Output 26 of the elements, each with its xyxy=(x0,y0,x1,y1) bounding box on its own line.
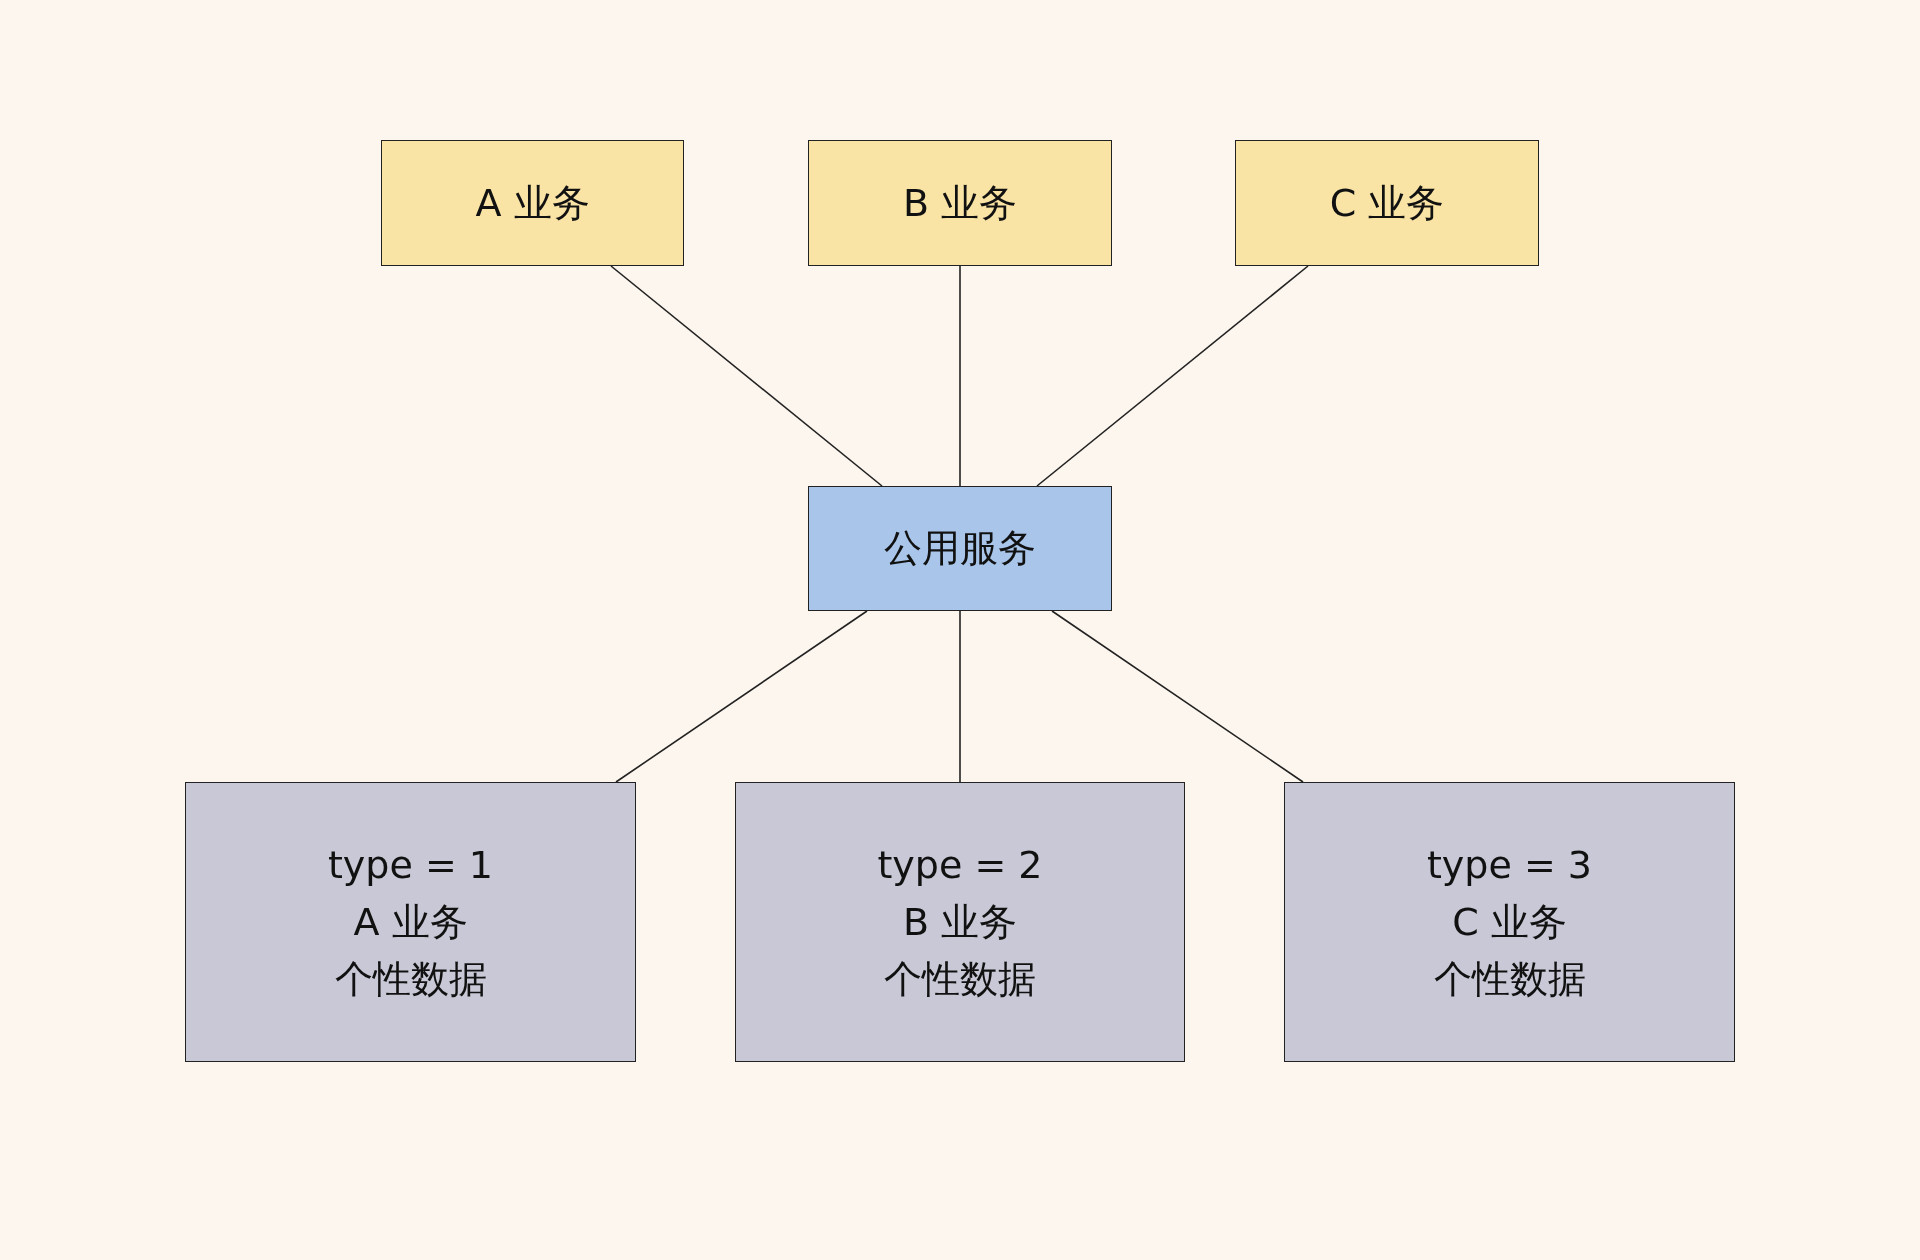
box-label: C 业务 xyxy=(1329,179,1445,227)
connector-line xyxy=(615,610,868,783)
box-label: type = 1 xyxy=(327,841,494,889)
box-label: A 业务 xyxy=(353,898,468,946)
connector-line xyxy=(1051,610,1304,783)
business-box xyxy=(1235,140,1539,266)
box-label: A 业务 xyxy=(475,179,590,227)
data-box xyxy=(185,782,636,1062)
box-label: 个性数据 xyxy=(334,955,487,1003)
data-box xyxy=(1284,782,1735,1062)
business-box xyxy=(381,140,684,266)
box-label: 个性数据 xyxy=(1433,955,1586,1003)
box-label: C 业务 xyxy=(1452,898,1567,946)
connector-line xyxy=(959,610,961,783)
connector-line xyxy=(1036,265,1309,487)
box-label: B 业务 xyxy=(902,179,1018,227)
service-box xyxy=(808,486,1112,611)
box-label: 公用服务 xyxy=(884,525,1036,572)
box-label: B 业务 xyxy=(902,898,1018,946)
box-label: 个性数据 xyxy=(884,955,1036,1003)
data-box xyxy=(735,782,1185,1062)
connector-line xyxy=(610,265,883,487)
business-box xyxy=(808,140,1112,266)
box-label: type = 2 xyxy=(877,841,1043,889)
connector-line xyxy=(959,265,961,487)
box-label: type = 3 xyxy=(1426,841,1593,889)
